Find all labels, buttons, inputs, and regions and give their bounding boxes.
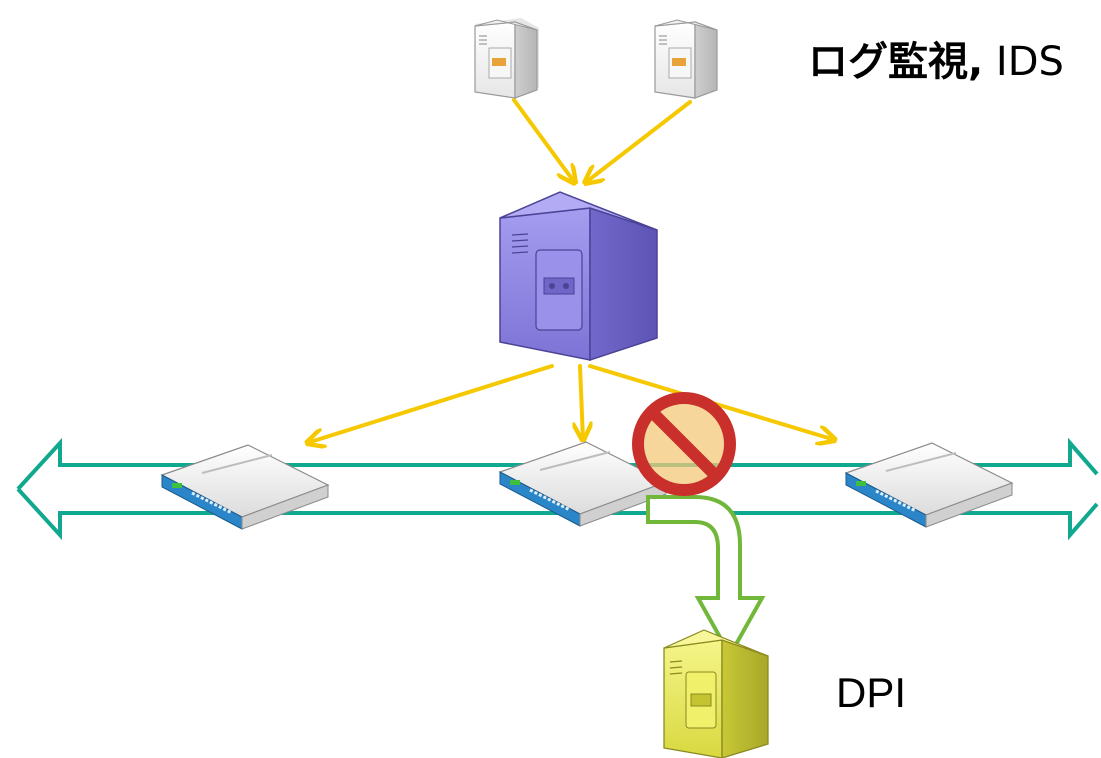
log-arrows — [512, 98, 692, 183]
arrow-controller-to-switch-center — [580, 364, 583, 440]
network-switch-icon — [160, 444, 330, 530]
redirect-arrow-icon — [646, 495, 766, 660]
network-switch-icon — [844, 442, 1014, 528]
arrow-controller-to-switch-left — [307, 364, 554, 443]
monitoring-label-en: IDS — [995, 39, 1064, 85]
dpi-server-icon — [663, 629, 769, 758]
monitoring-label: ログ監視, IDS — [808, 38, 1064, 86]
server-icon — [654, 19, 718, 99]
network-switch-icon — [498, 441, 668, 527]
prohibited-icon — [632, 392, 736, 496]
control-arrows — [307, 364, 835, 443]
dpi-label: DPI — [836, 669, 907, 716]
arrow-server1-to-controller — [512, 98, 575, 183]
arrow-server2-to-controller — [585, 100, 692, 183]
server-icon — [474, 18, 539, 99]
controller-server-icon — [499, 191, 658, 362]
monitoring-label-jp: ログ監視, — [808, 39, 984, 85]
